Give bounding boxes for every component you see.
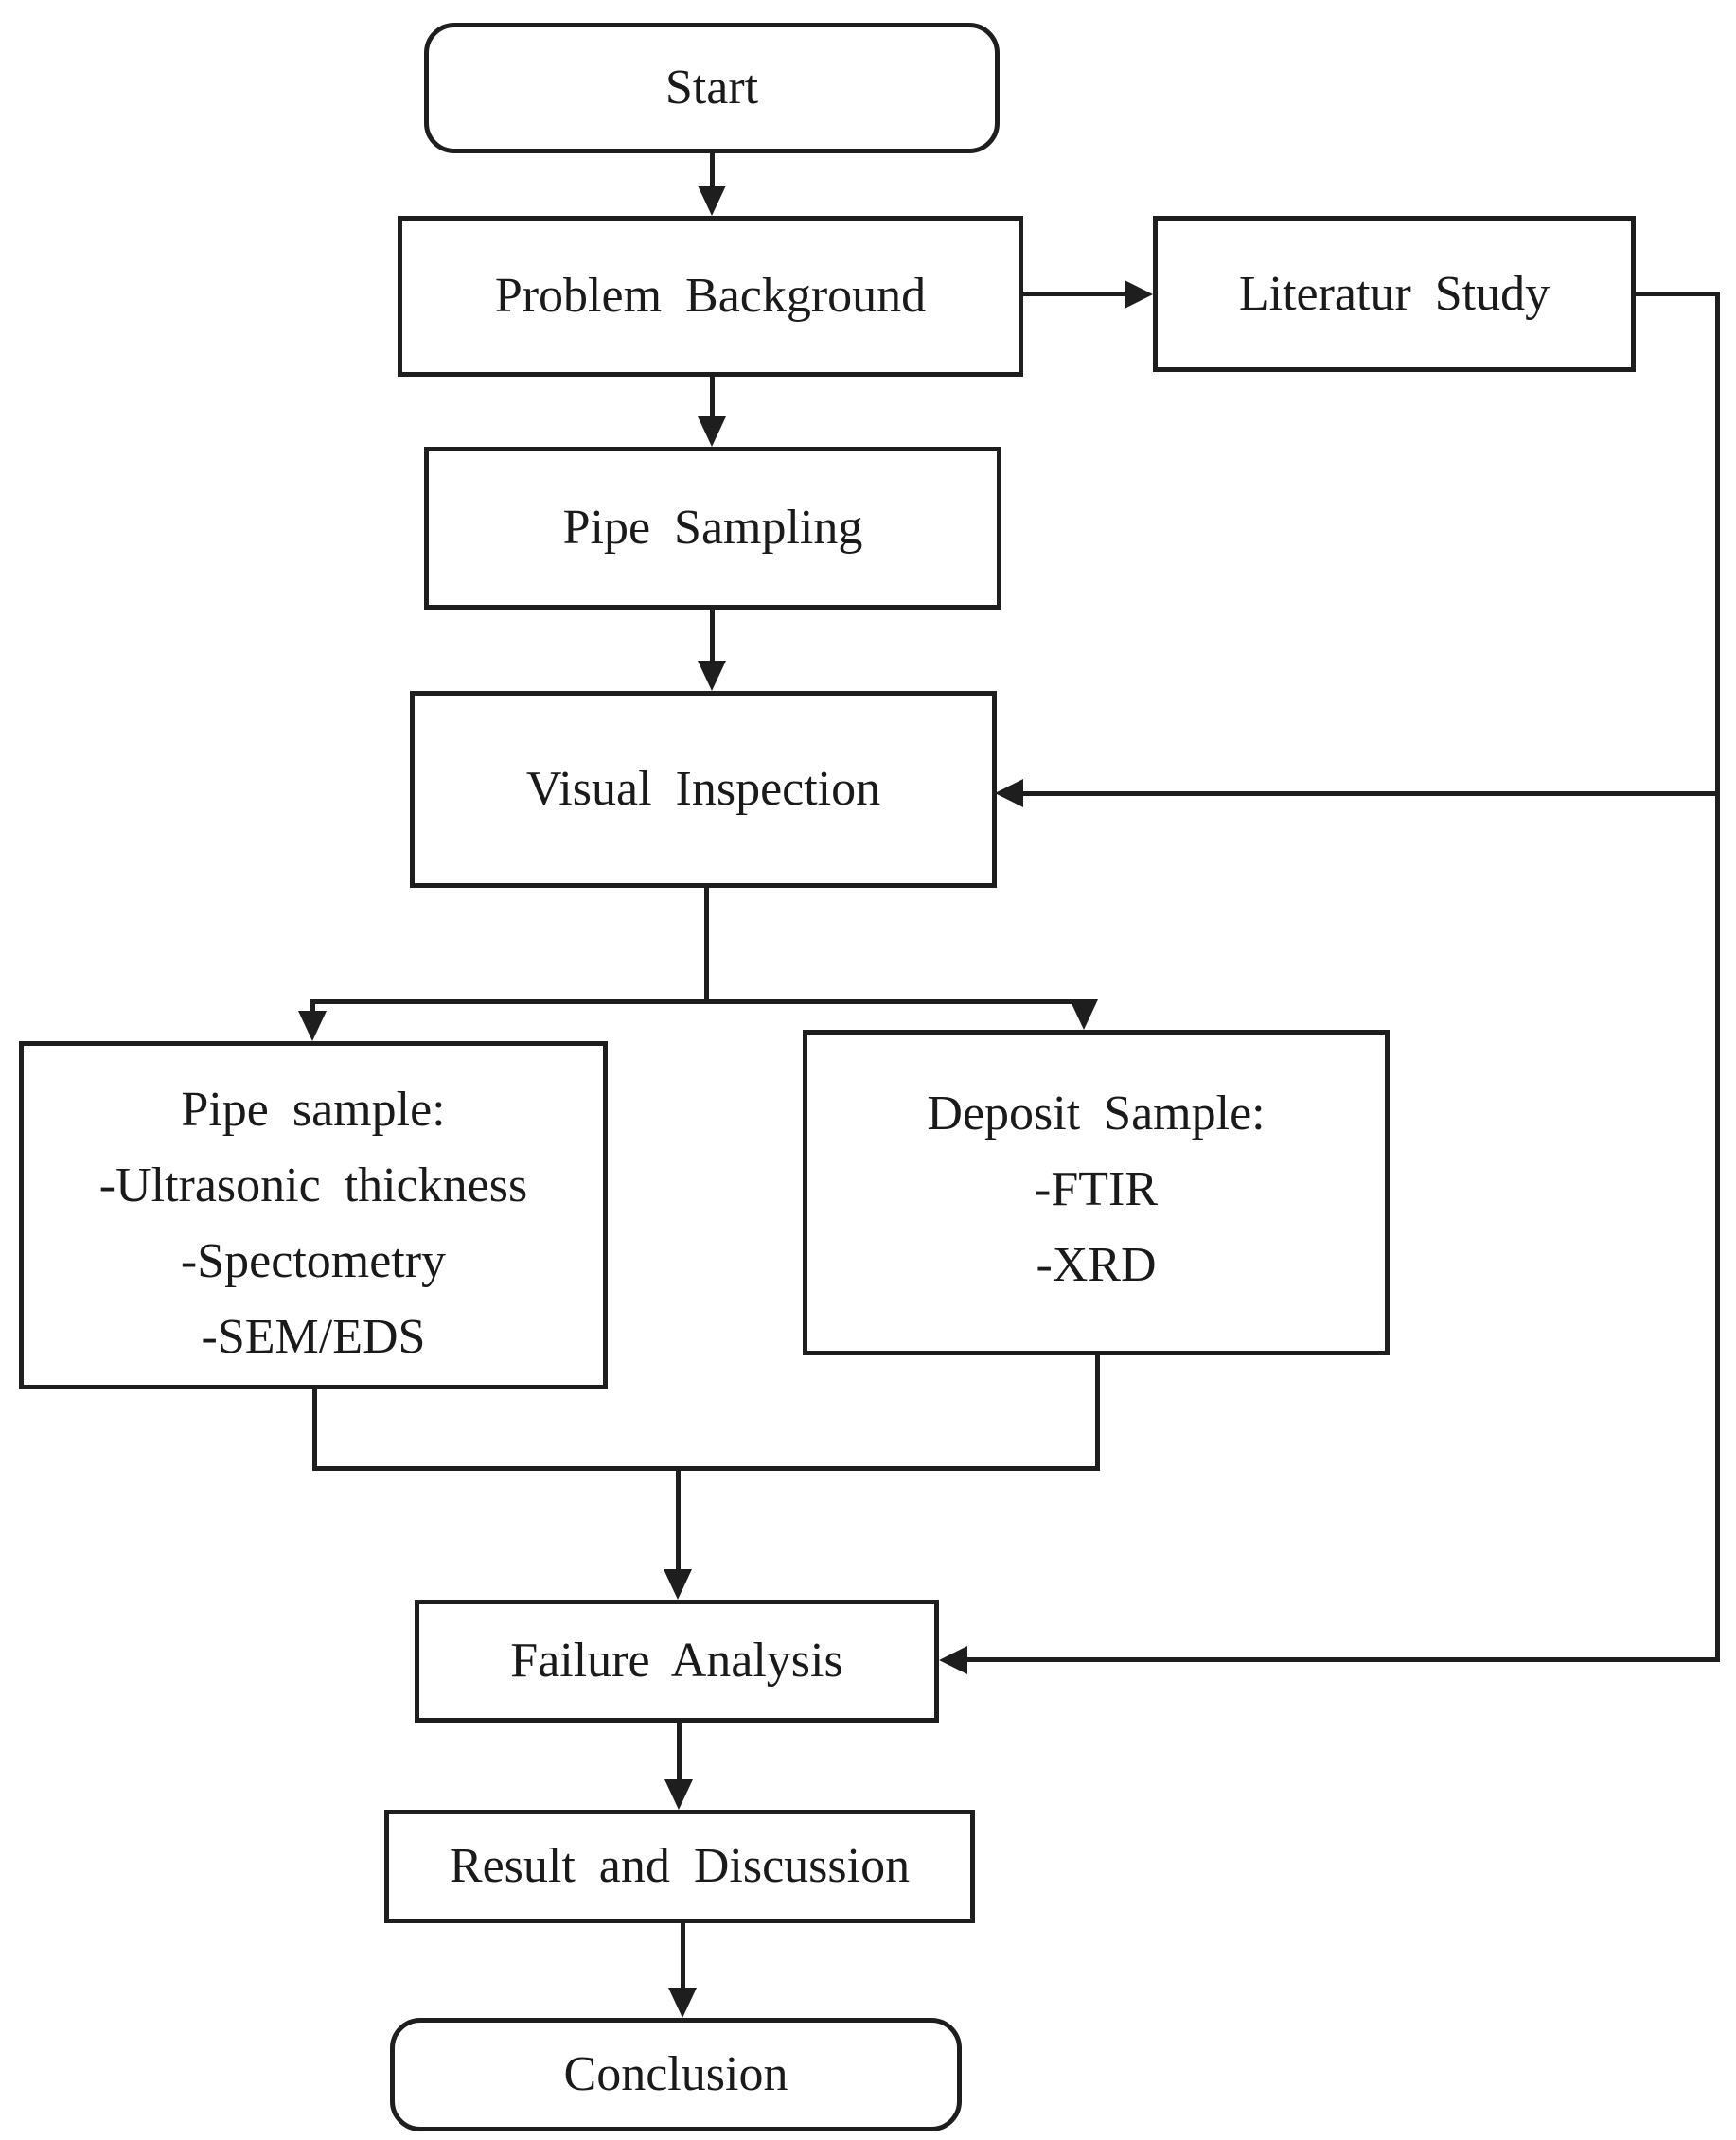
edge-failure-analysis-to-result — [677, 1723, 682, 1779]
node-failure-analysis: Failure Analysis — [415, 1600, 939, 1723]
arrowhead-merge-to-failure-analysis — [664, 1569, 692, 1600]
node-problem-background-label: Problem Background — [494, 269, 927, 324]
edge-visual-inspection-branch-stem — [704, 888, 709, 1004]
node-start: Start — [424, 23, 1000, 153]
node-visual-inspection: Visual Inspection — [410, 691, 997, 888]
deposit-sample-line-3: -XRD — [1036, 1238, 1157, 1292]
arrowhead-rail-to-failure-analysis — [939, 1646, 967, 1674]
pipe-sample-line-4: -SEM/EDS — [201, 1310, 426, 1364]
edge-problem-background-to-pipe-sampling — [710, 377, 715, 416]
node-start-label: Start — [664, 61, 759, 115]
node-problem-background: Problem Background — [398, 216, 1023, 377]
edge-right-rail — [1715, 292, 1720, 1662]
pipe-sample-line-1: Pipe sample: — [181, 1083, 446, 1137]
edge-merge-bar — [312, 1466, 1100, 1471]
node-conclusion: Conclusion — [390, 2018, 962, 2131]
node-result-and-discussion: Result and Discussion — [384, 1810, 975, 1923]
node-visual-inspection-label: Visual Inspection — [525, 762, 881, 817]
edge-visual-inspection-branch-bar — [310, 999, 1087, 1004]
arrowhead-problem-background-to-pipe-sampling — [698, 416, 726, 447]
deposit-sample-line-1: Deposit Sample: — [927, 1087, 1266, 1141]
node-result-and-discussion-label: Result and Discussion — [449, 1839, 911, 1894]
node-deposit-sample: Deposit Sample: -FTIR -XRD — [803, 1030, 1390, 1355]
edge-rail-to-visual-inspection — [1021, 791, 1717, 796]
node-conclusion-label: Conclusion — [563, 2047, 788, 2102]
edge-start-to-problem-background — [710, 153, 715, 187]
edge-problem-background-to-literature-study — [1023, 292, 1126, 296]
edge-rail-to-failure-analysis — [965, 1657, 1720, 1662]
pipe-sample-line-3: -Spectometry — [180, 1234, 447, 1288]
deposit-sample-line-2: -FTIR — [1035, 1162, 1158, 1216]
node-pipe-sampling: Pipe Sampling — [424, 447, 1001, 610]
node-failure-analysis-label: Failure Analysis — [510, 1634, 843, 1689]
arrowhead-pipe-sampling-to-visual-inspection — [698, 661, 726, 691]
arrowhead-problem-background-to-literature-study — [1125, 280, 1153, 309]
edge-branch-to-pipe-sample — [310, 1004, 315, 1013]
edge-result-to-conclusion — [681, 1923, 685, 1988]
edge-deposit-sample-drop — [1095, 1355, 1100, 1471]
edge-merge-to-failure-analysis — [676, 1471, 681, 1569]
arrowhead-failure-analysis-to-result — [664, 1779, 693, 1810]
node-pipe-sample: Pipe sample: -Ultrasonic thickness -Spec… — [19, 1041, 608, 1389]
arrowhead-start-to-problem-background — [698, 186, 726, 216]
arrowhead-rail-to-visual-inspection — [995, 779, 1023, 807]
edge-pipe-sampling-to-visual-inspection — [710, 610, 715, 661]
node-pipe-sampling-label: Pipe Sampling — [562, 501, 863, 556]
node-literature-study-label: Literatur Study — [1238, 266, 1550, 321]
node-literature-study: Literatur Study — [1153, 216, 1636, 372]
edge-literature-study-exit — [1636, 292, 1719, 296]
arrowhead-branch-to-deposit-sample — [1070, 999, 1098, 1030]
edge-pipe-sample-drop — [312, 1389, 317, 1471]
arrowhead-branch-to-pipe-sample — [298, 1011, 327, 1041]
pipe-sample-line-2: -Ultrasonic thickness — [98, 1158, 528, 1212]
arrowhead-result-to-conclusion — [668, 1988, 697, 2018]
